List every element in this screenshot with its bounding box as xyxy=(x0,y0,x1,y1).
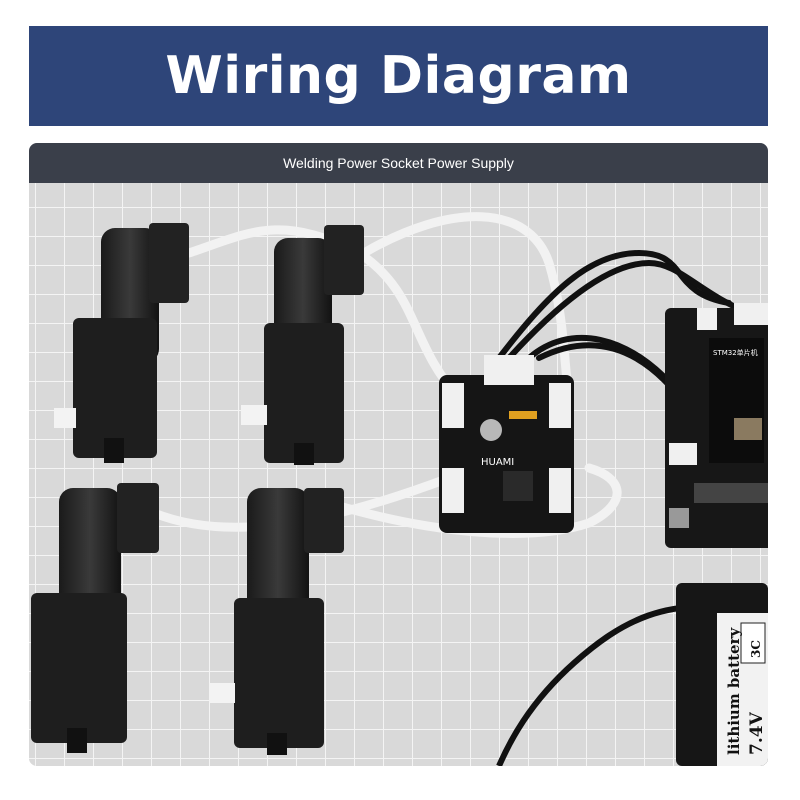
motor-driver-board: HUAMI xyxy=(439,355,574,533)
battery-label: lithium battery xyxy=(725,627,743,755)
caption-bar: Welding Power Socket Power Supply xyxy=(29,143,768,183)
driver-board-brand: HUAMI xyxy=(481,457,514,468)
caption-bar-bg xyxy=(29,143,768,183)
mcu-label: STM32单片机 xyxy=(713,348,758,357)
gear-motor-top-left xyxy=(54,223,189,463)
gear-motor-top-right xyxy=(241,225,364,465)
battery-rating: 3C xyxy=(749,640,763,658)
stm32-controller-board: STM32单片机 xyxy=(665,303,768,548)
gear-motor-bottom-right xyxy=(209,488,344,755)
photo-caption: Welding Power Socket Power Supply xyxy=(283,155,514,171)
gear-motor-bottom-left xyxy=(31,483,159,753)
lithium-battery: lithium battery 7.4V 3C xyxy=(496,583,768,766)
wiring-scene: HUAMI STM32单片机 lithium battery 7.4V 3C xyxy=(29,143,768,766)
title-banner: Wiring Diagram xyxy=(29,26,768,126)
wiring-photo-panel: Welding Power Socket Power Supply xyxy=(29,143,768,766)
page-title: Wiring Diagram xyxy=(165,46,632,106)
battery-voltage: 7.4V xyxy=(747,711,767,755)
